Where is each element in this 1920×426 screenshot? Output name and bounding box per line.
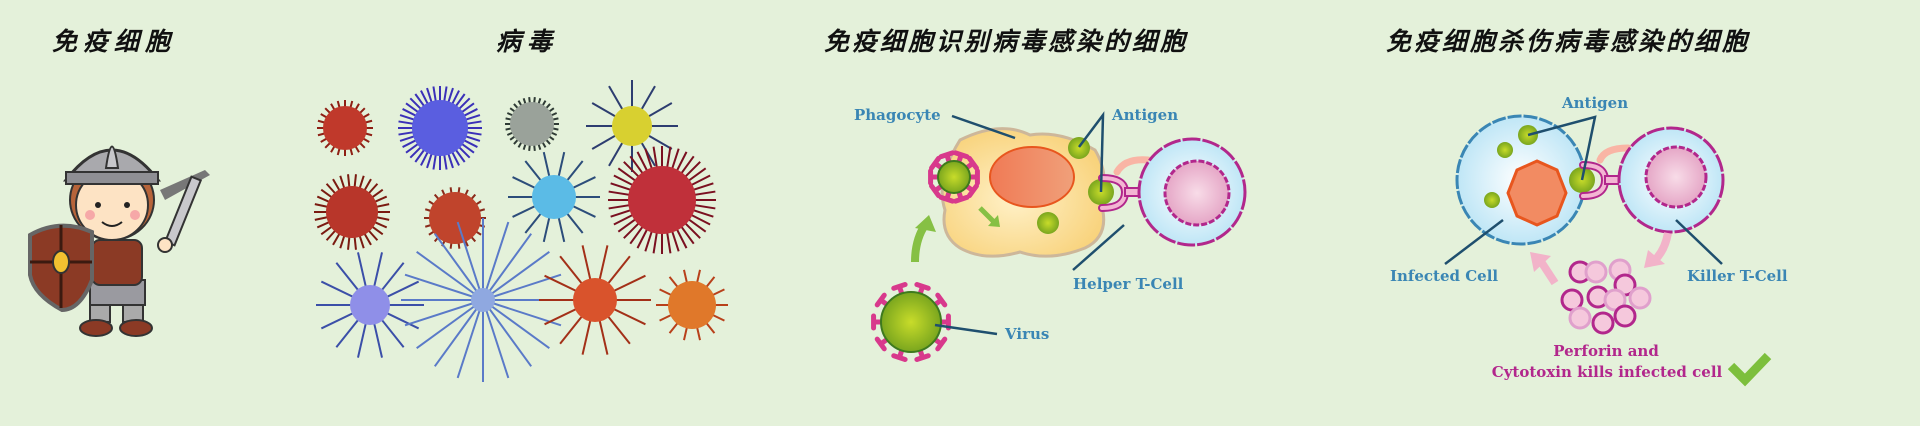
title-immune-cell: 免疫细胞 [52,27,177,56]
helper-t-cell-label: Helper T-Cell [1073,275,1184,293]
recognition-diagram: Phagocyte Antigen Helper T-Cell Virus [854,106,1247,362]
perforin-granule [1584,260,1608,284]
check-icon [1727,352,1772,387]
virus-label: Virus [1004,325,1049,343]
virus-image [398,86,482,170]
antigen-label: Antigen [1561,94,1628,112]
infected-cell-nucleus [1506,159,1568,227]
infected-cell-label: Infected Cell [1390,267,1498,285]
engulfed-virus [928,150,980,204]
helper-t-cell-nucleus [1163,159,1231,227]
perforin-granule [1603,288,1627,312]
antigen-dot [1484,192,1500,208]
phagocyte-nucleus [989,146,1075,208]
killing-diagram: Antigen Infected Cell Killer T-Cell Perf… [1390,94,1788,387]
title-kill: 免疫细胞杀伤病毒感染的细胞 [1386,27,1751,56]
virus-image [505,97,559,151]
perforin-granule [1591,311,1615,335]
phagocyte-label: Phagocyte [854,106,941,124]
title-virus: 病毒 [496,27,559,56]
virus-image [539,245,651,355]
killer-t-cell-label: Killer T-Cell [1687,267,1788,285]
antigen-label: Antigen [1111,106,1178,124]
virus-image [586,80,678,172]
perforin-granule [1628,286,1652,310]
antigen-dot [1068,137,1090,159]
perforin-granule [1568,306,1592,330]
perforin-granules [1560,258,1652,335]
perforin-label-line2: Cytotoxin kills infected cell [1492,363,1723,381]
title-recognize: 免疫细胞识别病毒感染的细胞 [824,27,1189,56]
pink-arrow-icon [1652,232,1672,263]
antigen-dot [1497,142,1513,158]
perforin-label-line1: Perforin and [1553,342,1659,360]
virus-image [314,174,390,250]
virus-image [424,187,486,249]
virus-image [401,218,565,382]
antigen-dot [1037,212,1059,234]
free-virus [871,282,951,362]
virus-collection [314,80,728,382]
virus-image [608,146,716,254]
soldier-illustration [28,145,210,337]
virus-image [317,100,373,156]
virus-image [316,252,424,358]
virus-image [508,151,600,243]
killer-t-cell-nucleus [1644,145,1708,209]
green-arrow-icon [978,206,996,224]
perforin-granule [1613,304,1637,328]
green-arrow-icon [911,222,929,263]
virus-image [656,269,728,341]
